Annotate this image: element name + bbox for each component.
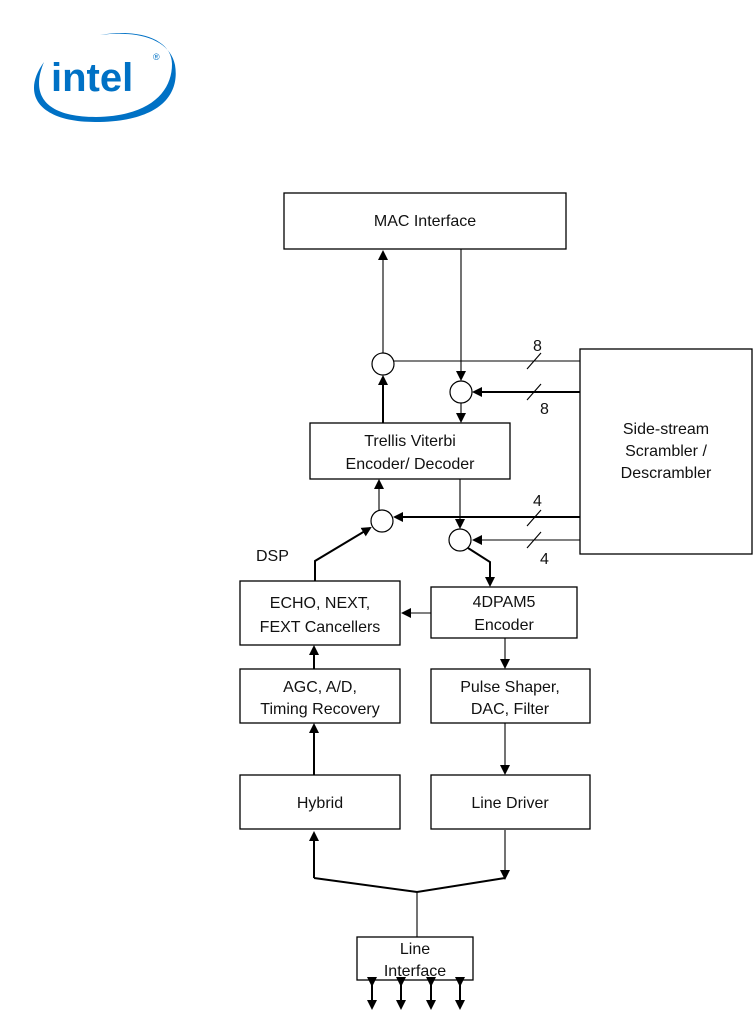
junction-rx-mid [370,509,394,533]
hybrid-label: Hybrid [297,795,343,812]
junction-tx-mid [448,528,472,552]
cancellers-label-2: FEXT Cancellers [260,619,381,636]
mac-interface-label: MAC Interface [374,213,476,230]
pulse-label-2: DAC, Filter [471,701,550,718]
line-driver-block [430,774,591,830]
pam5-label-2: Encoder [474,617,534,634]
line-interface-label-1: Line [400,941,430,958]
pulse-shaper-block [430,668,591,724]
scrambler-label-3: Descrambler [621,465,712,482]
scrambler-label-1: Side-stream [623,421,709,438]
trellis-label-1: Trellis Viterbi [364,433,456,450]
mac-interface-block [283,192,567,250]
bus-width-top-lower: 8 [540,401,549,418]
hybrid-block [239,774,401,830]
logo-text: intel [51,56,133,100]
line-interface-block [356,936,474,981]
bus-width-mid-upper: 4 [533,493,542,510]
junction-rx-top [371,352,395,376]
junction-tx-top [449,380,473,404]
cancellers-label-1: ECHO, NEXT, [270,595,370,612]
trellis-label-2: Encoder/ Decoder [346,456,476,473]
bus-width-top-upper: 8 [533,338,542,355]
scrambler-block [579,348,753,555]
trellis-block [309,422,511,480]
agc-label-1: AGC, A/D, [283,679,357,696]
scrambler-label-2: Scrambler / [625,443,707,460]
agc-block [239,668,401,724]
line-driver-label: Line Driver [471,795,549,812]
pam5-label-1: 4DPAM5 [473,594,536,611]
pam5-encoder-block [430,586,578,639]
agc-label-2: Timing Recovery [260,701,379,718]
line-interface-label-2: Interface [384,963,446,980]
logo-registered: ® [153,52,160,62]
bus-width-mid-lower: 4 [540,551,549,568]
connections [309,249,580,1010]
pulse-label-1: Pulse Shaper, [460,679,560,696]
intel-logo: intel ® [33,33,176,123]
cancellers-block [239,580,401,646]
dsp-label: DSP [256,548,289,565]
